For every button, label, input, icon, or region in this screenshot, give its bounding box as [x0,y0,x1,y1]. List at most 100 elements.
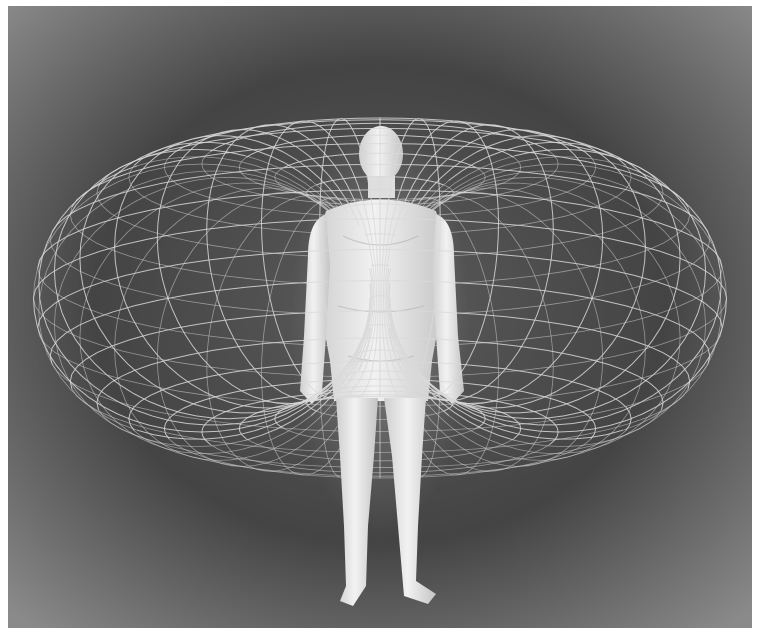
mesh-line [485,419,486,422]
mesh-line [354,354,355,355]
mesh-line [356,353,357,354]
mesh-line [440,234,441,249]
mesh-line [553,367,554,381]
mesh-line [402,359,404,360]
mesh-line [343,124,361,125]
mesh-line [407,206,411,207]
mesh-line [351,135,366,136]
figure-frame [8,6,752,628]
mesh-line [373,282,374,296]
mesh-line [385,296,386,310]
mesh-line [386,282,387,296]
mesh-line [548,149,565,150]
mesh-line [359,360,361,361]
mesh-line [378,267,379,282]
mesh-line [355,354,356,355]
mesh-line [382,310,383,323]
mesh-line [357,205,361,206]
mesh-line [350,387,357,388]
torus-field-illustration [8,6,752,628]
mesh-line [348,395,359,396]
mesh-line [602,237,603,251]
mesh-line [213,418,230,419]
mesh-line [373,296,374,310]
mesh-line [426,383,427,384]
mesh-line [343,391,361,392]
mesh-line [531,418,548,419]
mesh-line [207,216,208,230]
mesh-line [239,425,240,428]
mesh-line [395,386,402,387]
mesh-line [405,357,406,358]
mesh-line [357,372,361,373]
mesh-line [402,154,413,155]
mesh-line [196,149,213,150]
mesh-line [440,193,441,206]
mesh-line [403,372,407,373]
mesh-line [353,372,357,373]
mesh-line [399,124,417,125]
mesh-line [348,154,359,155]
mesh-line [553,353,554,367]
mesh-line [372,282,373,296]
mesh-line [157,223,158,237]
mesh-line [400,360,402,361]
mesh-line [386,296,387,310]
mesh-line [378,310,379,323]
mesh-line [388,297,389,311]
mesh-line [157,237,158,251]
mesh-line [403,353,404,354]
mesh-line [399,391,417,392]
mesh-line [360,352,362,353]
mesh-line [375,282,376,296]
mesh-line [403,177,410,178]
mesh-line [349,373,353,374]
mesh-line [354,357,355,358]
mesh-line [320,193,321,206]
mesh-line [355,358,356,359]
mesh-line [395,397,410,398]
mesh-line [402,353,404,354]
mesh-line [520,429,521,432]
mesh-line [320,234,321,249]
mesh-line [404,354,405,355]
mesh-line [645,247,646,261]
mesh-line [403,359,404,360]
mesh-line [553,229,554,243]
mesh-line [359,352,361,353]
mesh-line [357,359,359,360]
mesh-line [349,206,353,207]
mesh-line [353,205,357,206]
mesh-line [357,353,359,354]
mesh-line [357,386,364,387]
mesh-line [239,429,240,432]
mesh-line [403,205,407,206]
mesh-line [399,205,403,206]
mesh-line [115,233,116,247]
mesh-line [645,233,646,247]
mesh-line [405,354,406,355]
mesh-line [398,352,400,353]
mesh-line [275,416,276,419]
mesh-line [350,177,357,178]
mesh-line [403,387,410,388]
mesh-line [602,223,603,237]
mesh-line [553,216,554,230]
mesh-line [399,372,403,373]
mesh-line [407,373,411,374]
mesh-line [344,190,380,191]
mesh-line [400,352,402,353]
mesh-line [372,297,373,311]
mesh-line [385,282,386,296]
mesh-line [520,425,521,428]
mesh-line [404,358,405,359]
mesh-line [382,267,383,282]
mesh-line [207,229,208,243]
mesh-line [388,282,389,296]
mesh-line [395,135,410,136]
mesh-line [375,296,376,310]
mesh-line [351,397,366,398]
mesh-line [356,359,357,360]
mesh-line [334,383,335,384]
mesh-line [380,190,416,191]
